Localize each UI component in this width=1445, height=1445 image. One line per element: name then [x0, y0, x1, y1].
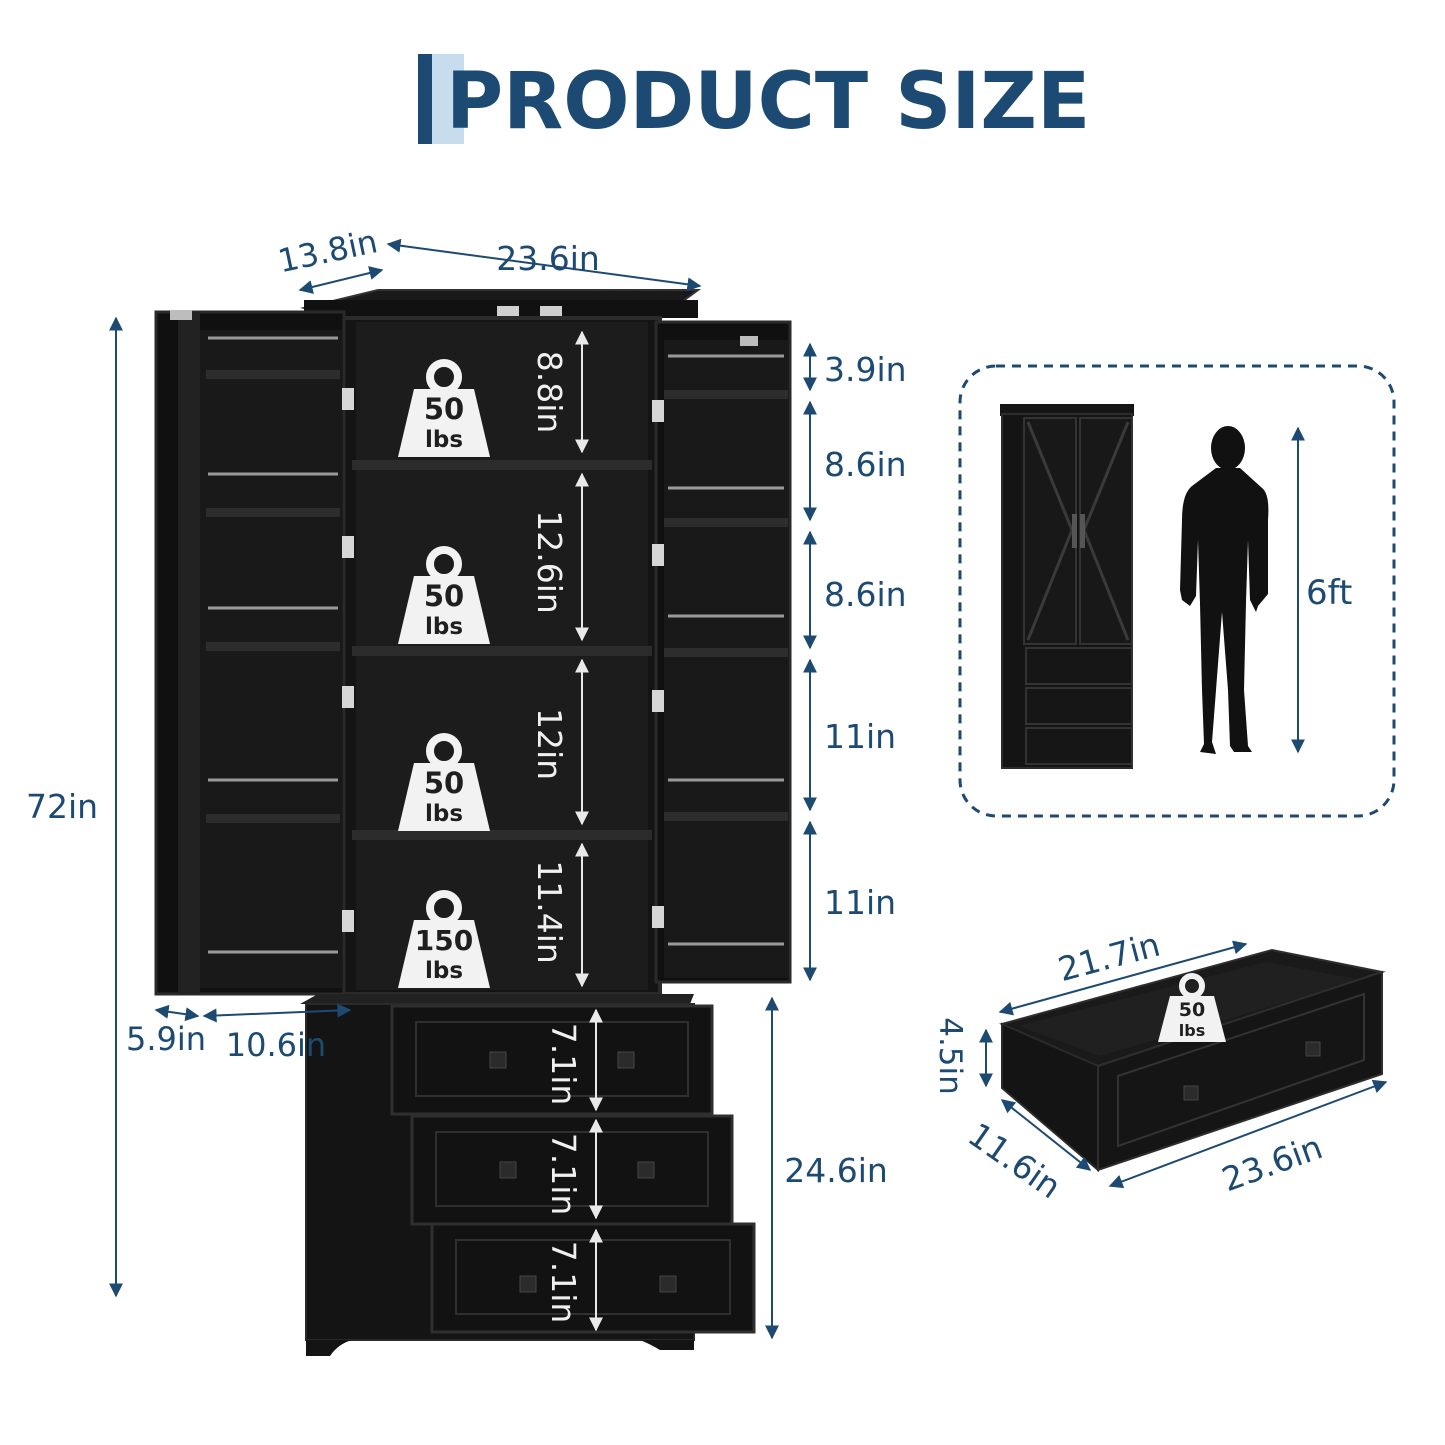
drawer-knob-icon [659, 1275, 677, 1293]
drawer-height-detail-label: 4.5in [932, 1017, 968, 1095]
title-accent-bar-light [432, 54, 464, 144]
load-value: 50 [1179, 999, 1205, 1021]
load-badge: 50 lbs [398, 546, 490, 644]
drawer-front-width-label: 23.6in [1217, 1127, 1328, 1199]
drawer-section [300, 994, 756, 1356]
load-unit: lbs [1179, 1021, 1205, 1040]
load-unit: lbs [425, 614, 463, 640]
latch-icon [740, 336, 758, 346]
shelf-height-markers: 8.8in 12.6in 12in 11.4in [530, 330, 589, 988]
total-height-label: 72in [26, 787, 98, 826]
drawer-knob-icon [1183, 1085, 1199, 1101]
drawer-knob-icon [617, 1051, 635, 1069]
door-shelf-label: 8.6in [824, 575, 907, 614]
drawer-width-label: 21.7in [1054, 925, 1164, 989]
shelf [352, 830, 652, 840]
page-title: PRODUCT SIZE [446, 57, 1090, 147]
door-depth-label: 10.6in [226, 1026, 326, 1064]
shelf-height-label: 11.4in [530, 860, 569, 964]
open-cabinet-illustration: 50 lbs 50 lbs 50 lbs 150 lbs 8.8in [154, 289, 792, 1356]
load-unit: lbs [425, 958, 463, 984]
hinge-icon [342, 686, 354, 708]
door-handle-icon [1080, 514, 1085, 548]
cabinet-foot [306, 1340, 352, 1356]
hinge-icon [342, 388, 354, 410]
hinge-icon [652, 906, 664, 928]
drawer-height-label: 7.1in [544, 1023, 583, 1106]
title-block: PRODUCT SIZE [418, 54, 1090, 147]
hinge-icon [540, 306, 562, 316]
person-silhouette-icon [1180, 426, 1269, 754]
latch-icon [170, 310, 192, 320]
drawer-detail-illustration: 50 lbs 21.7in 4.5in 11.6in 23.6in [932, 925, 1388, 1206]
load-badge: 50 lbs [398, 359, 490, 457]
shelf-height-label: 12.6in [530, 510, 569, 614]
load-value: 50 [424, 766, 464, 800]
shelf-height-label: 12in [530, 708, 569, 780]
door-depth-label: 5.9in [126, 1020, 206, 1058]
drawer-knob-icon [1305, 1041, 1321, 1057]
load-value: 150 [415, 924, 473, 957]
door-hinges [342, 388, 664, 932]
load-value: 50 [424, 579, 464, 613]
drawer-knob-icon [489, 1051, 507, 1069]
load-unit: lbs [425, 427, 463, 453]
load-badge: 150 lbs [398, 890, 490, 988]
cabinet-icon [1000, 404, 1134, 769]
drawer-height-label: 7.1in [544, 1241, 583, 1324]
depth-top-label: 13.8in [275, 222, 381, 280]
drawer-knob-icon [637, 1161, 655, 1179]
hinge-icon [652, 400, 664, 422]
title-accent-bar [418, 54, 432, 144]
door-shelf-label: 8.6in [824, 445, 907, 484]
load-unit: lbs [425, 801, 463, 827]
left-door [154, 310, 346, 996]
drawer-height-label: 7.1in [544, 1133, 583, 1216]
load-value: 50 [424, 392, 464, 426]
hinge-icon [342, 910, 354, 932]
width-top-label: 23.6in [496, 239, 600, 278]
cabinet-dimensions: 13.8in 23.6in 72in 3.9in 8.6in 8.6in 11i… [26, 222, 907, 1340]
door-shelf-label: 11in [824, 717, 896, 756]
hinge-icon [652, 690, 664, 712]
height-comparison-panel: 6ft [958, 364, 1396, 818]
drawer-height-markers: 7.1in 7.1in 7.1in [544, 1008, 603, 1332]
drawer-knob-icon [499, 1161, 517, 1179]
drawer-knob-icon [519, 1275, 537, 1293]
door-handle-icon [1072, 514, 1077, 548]
load-badge: 50 lbs [398, 733, 490, 831]
person-height-label: 6ft [1306, 573, 1352, 613]
drawer-section-label: 24.6in [784, 1151, 888, 1190]
cabinet-foot [640, 1340, 694, 1350]
hinge-icon [652, 544, 664, 566]
shelf-height-label: 8.8in [530, 351, 569, 434]
door-shelf-label: 3.9in [824, 350, 907, 389]
shelf [352, 460, 652, 470]
shelf [352, 646, 652, 656]
door-shelf-label: 11in [824, 883, 896, 922]
right-door [654, 320, 792, 984]
hinge-icon [497, 306, 519, 316]
hinge-icon [342, 536, 354, 558]
